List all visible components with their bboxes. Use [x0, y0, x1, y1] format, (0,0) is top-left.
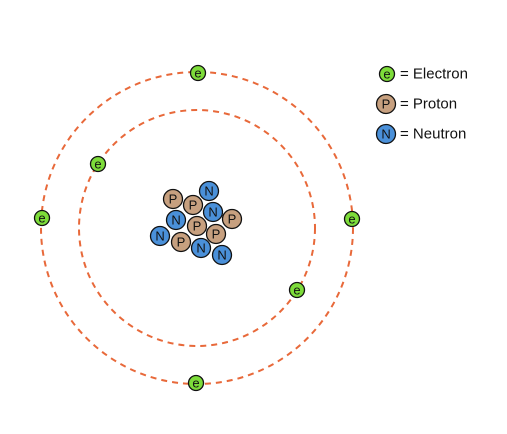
nucleus-proton: P: [205, 223, 227, 245]
svg-text:e: e: [94, 157, 101, 172]
svg-text:N: N: [381, 127, 390, 142]
svg-text:P: P: [382, 97, 391, 112]
svg-text:P: P: [212, 227, 221, 242]
svg-text:e: e: [192, 376, 199, 391]
svg-text:P: P: [177, 235, 186, 250]
legend-label-proton: = Proton: [400, 96, 457, 113]
svg-text:P: P: [193, 219, 202, 234]
neutron-icon: N: [375, 123, 397, 145]
svg-text:e: e: [194, 66, 201, 81]
svg-text:e: e: [38, 211, 45, 226]
svg-text:e: e: [293, 283, 300, 298]
proton-icon: P: [375, 93, 397, 115]
svg-text:N: N: [171, 213, 180, 228]
nucleus: N P P N P N P P N P N N: [149, 180, 243, 266]
nucleus-neutron: N: [190, 237, 212, 259]
legend-item-electron: e = Electron: [378, 65, 468, 83]
nucleus-proton: P: [186, 215, 208, 237]
electron: e: [187, 374, 205, 392]
svg-text:N: N: [208, 205, 217, 220]
svg-text:P: P: [169, 192, 178, 207]
svg-text:P: P: [228, 212, 237, 227]
svg-text:e: e: [383, 67, 390, 82]
electron: e: [89, 155, 107, 173]
nucleus-proton: P: [170, 231, 192, 253]
svg-text:N: N: [196, 241, 205, 256]
svg-text:N: N: [155, 229, 164, 244]
svg-text:P: P: [189, 198, 198, 213]
nucleus-proton: P: [182, 194, 204, 216]
nucleus-neutron: N: [211, 244, 233, 266]
nucleus-proton: P: [162, 188, 184, 210]
svg-text:e: e: [348, 212, 355, 227]
inner-orbit: [78, 109, 316, 347]
legend: e = Electron P = Proton N = Neutron: [375, 65, 468, 145]
legend-item-proton: P = Proton: [375, 93, 457, 115]
svg-text:N: N: [217, 248, 226, 263]
nucleus-neutron: N: [202, 201, 224, 223]
electron: e: [288, 281, 306, 299]
legend-label-electron: = Electron: [400, 66, 468, 83]
legend-item-neutron: N = Neutron: [375, 123, 466, 145]
nucleus-neutron: N: [149, 225, 171, 247]
electron: e: [343, 210, 361, 228]
legend-label-neutron: = Neutron: [400, 126, 466, 143]
electron: e: [189, 64, 207, 82]
svg-text:N: N: [204, 184, 213, 199]
electrons: e e e e e e: [33, 64, 361, 392]
electron-icon: e: [378, 65, 396, 83]
electron: e: [33, 209, 51, 227]
nucleus-proton: P: [221, 208, 243, 230]
nucleus-neutron: N: [198, 180, 220, 202]
nucleus-neutron: N: [165, 209, 187, 231]
